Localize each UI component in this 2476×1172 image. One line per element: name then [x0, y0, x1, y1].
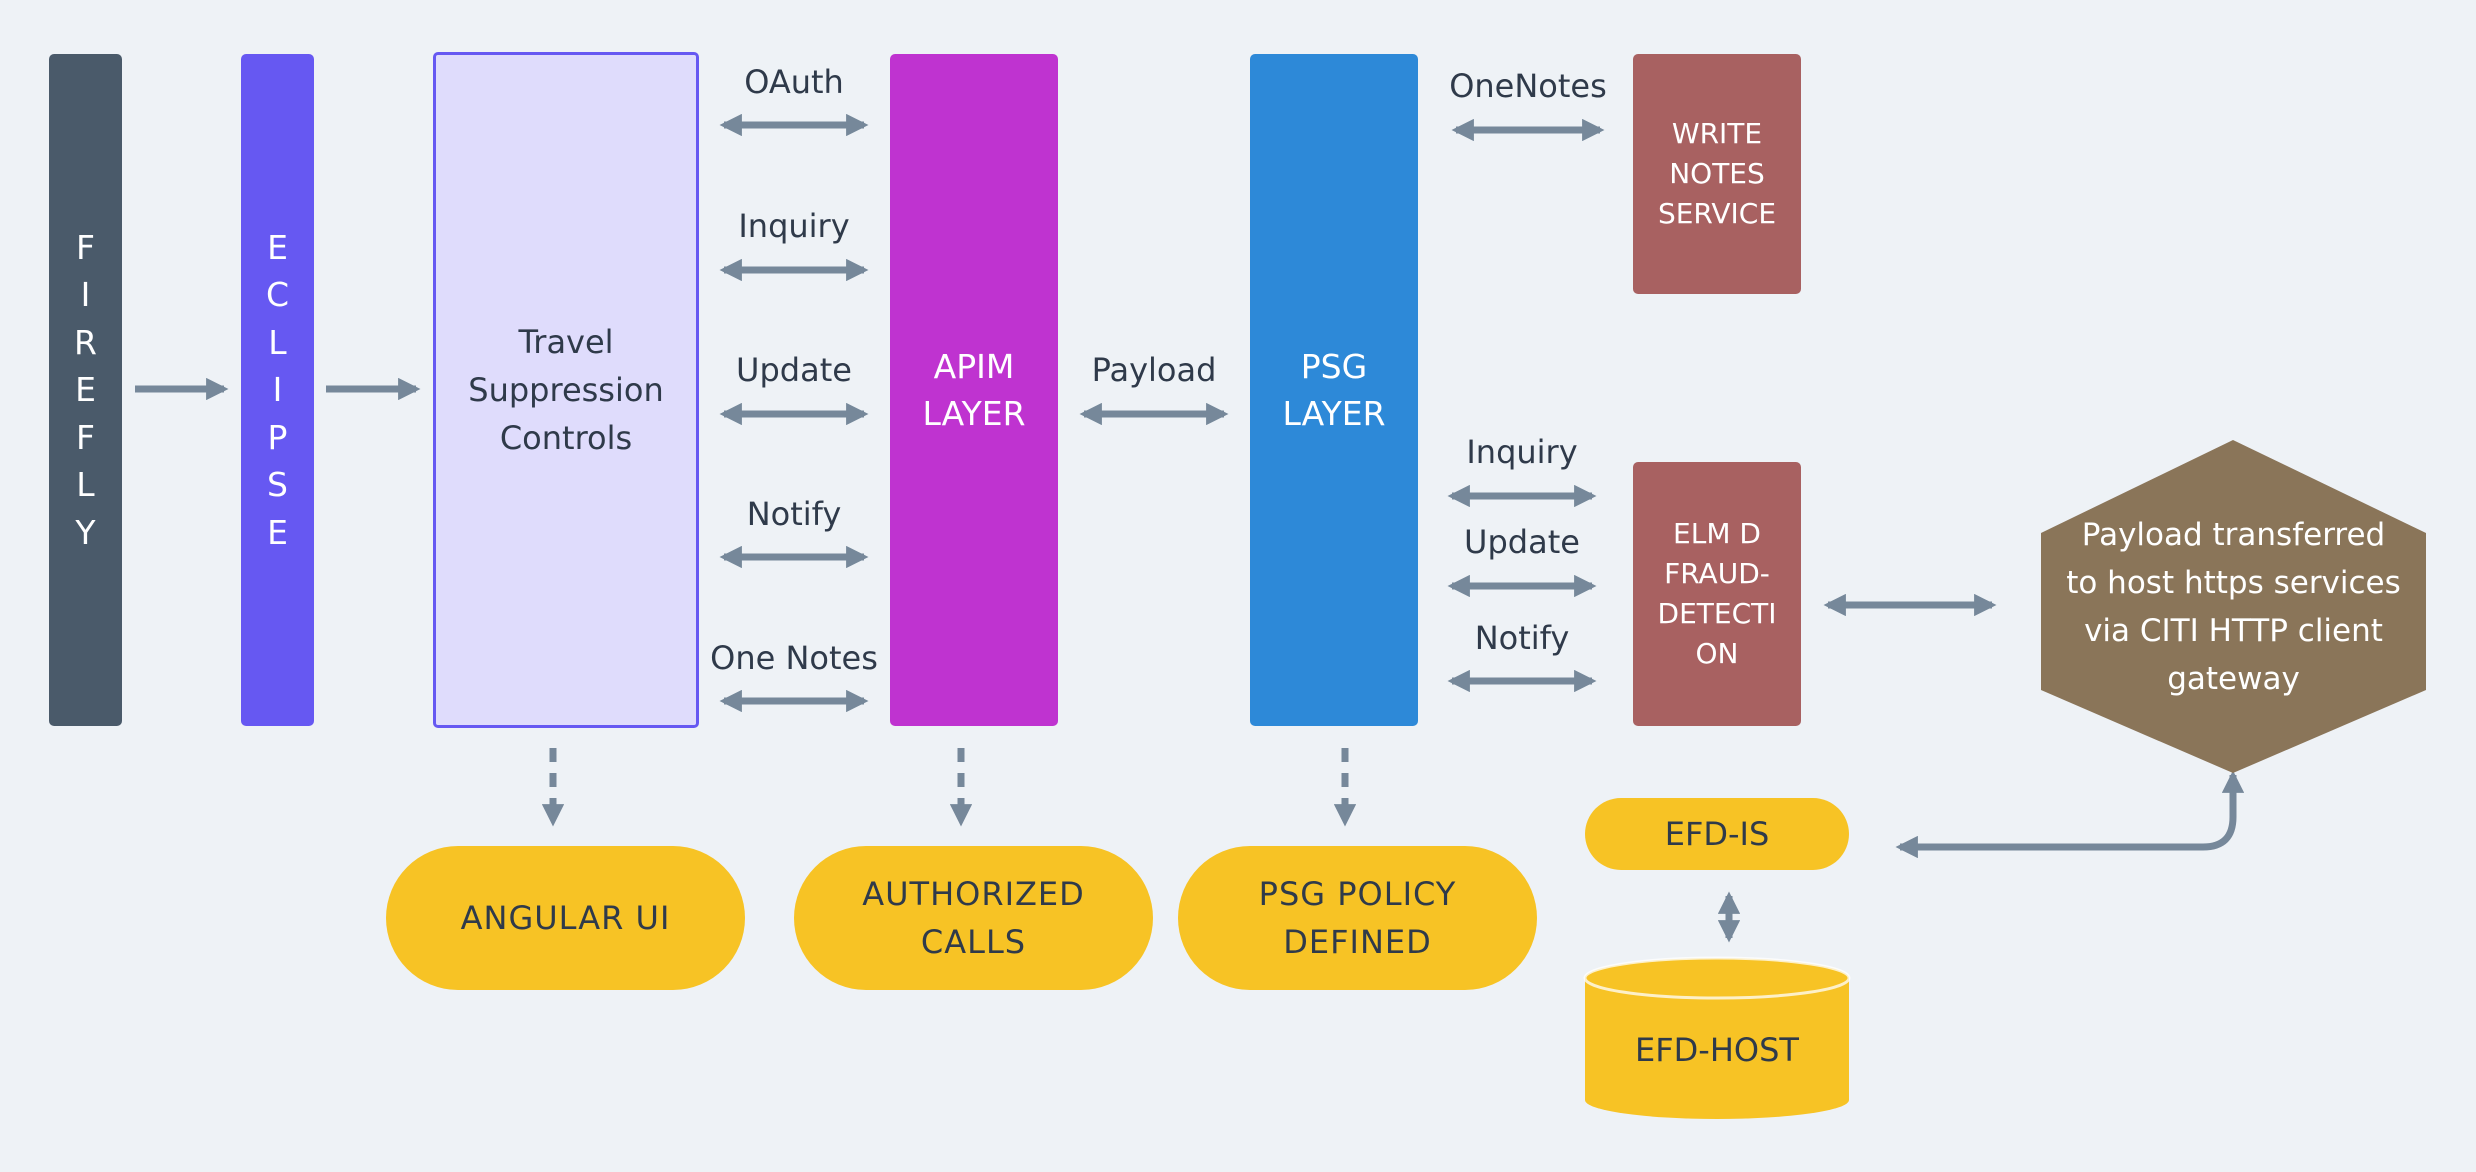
label-one-notes: One Notes — [710, 639, 878, 677]
letter: E — [75, 370, 96, 410]
label-payload: Payload — [1091, 351, 1217, 389]
write-notes-line: SERVICE — [1657, 197, 1777, 230]
letter: F — [76, 227, 95, 267]
hexagon-line: Payload transferred — [2081, 516, 2386, 553]
apim-line: LAYER — [922, 394, 1026, 433]
label-notify: Notify — [746, 495, 842, 533]
efd-host-label: EFD-HOST — [1635, 1031, 1799, 1069]
letter: P — [267, 417, 288, 457]
psg-policy-line: DEFINED — [1283, 923, 1432, 961]
firefly-bar: F I R E F L Y — [49, 54, 122, 726]
apim-line: APIM — [933, 347, 1015, 386]
hexagon-shape — [2041, 440, 2426, 773]
letter: E — [267, 227, 288, 267]
label-notify-elm: Notify — [1474, 619, 1570, 657]
elm-line: DETECTI — [1657, 597, 1777, 630]
apim-layer: APIM LAYER — [890, 54, 1058, 726]
letter: E — [267, 512, 288, 552]
write-notes-line: NOTES — [1669, 157, 1765, 190]
letter: I — [272, 370, 283, 410]
label-update: Update — [736, 351, 852, 389]
letter: Y — [75, 512, 96, 552]
letter: R — [74, 322, 97, 362]
efd-host-cylinder — [1583, 956, 1851, 1119]
elm-fraud-detection: ELM D FRAUD- DETECTI ON — [1633, 462, 1801, 726]
label-onenotes: OneNotes — [1449, 67, 1607, 105]
eclipse-bar: E C L I P S E — [241, 54, 314, 726]
travel-line: Suppression — [468, 371, 664, 409]
efd-is-label: EFD-IS — [1664, 815, 1770, 853]
letter: I — [80, 275, 91, 315]
travel-line: Controls — [499, 419, 633, 457]
label-inquiry: Inquiry — [738, 207, 850, 245]
letter: F — [76, 417, 95, 457]
elm-line: ELM D — [1673, 517, 1761, 550]
label-update-elm: Update — [1464, 523, 1580, 561]
authorized-calls-pill: AUTHORIZED CALLS — [794, 846, 1153, 990]
firefly-label: F I R E F L Y — [74, 224, 97, 557]
psg-layer: PSG LAYER — [1250, 54, 1418, 726]
arrow-efdis-hexagon — [1895, 770, 2245, 859]
efd-host-label-box: EFD-HOST — [1585, 1000, 1849, 1100]
letter: C — [265, 275, 290, 315]
letter: L — [76, 465, 95, 505]
write-notes-line: WRITE — [1671, 117, 1763, 150]
letter: L — [268, 322, 287, 362]
letter: S — [267, 465, 288, 505]
travel-line: Travel — [518, 323, 614, 361]
authorized-calls-line: CALLS — [920, 923, 1027, 961]
travel-suppression-controls: Travel Suppression Controls — [433, 52, 699, 728]
psg-policy-pill: PSG POLICY DEFINED — [1178, 846, 1537, 990]
angular-ui-line: ANGULAR UI — [460, 899, 671, 937]
hexagon-line: via CITI HTTP client — [2084, 612, 2383, 649]
elm-line: ON — [1695, 637, 1739, 670]
payload-transfer-hexagon: Payload transferred to host https servic… — [2041, 440, 2426, 773]
label-inquiry-elm: Inquiry — [1466, 433, 1578, 471]
psg-policy-line: PSG POLICY — [1258, 875, 1457, 913]
psg-line: LAYER — [1282, 394, 1386, 433]
angular-ui-pill: ANGULAR UI — [386, 846, 745, 990]
label-oauth: OAuth — [744, 63, 844, 101]
psg-line: PSG — [1300, 347, 1368, 386]
efd-is-pill: EFD-IS — [1585, 798, 1849, 870]
hexagon-line: gateway — [2167, 660, 2300, 697]
eclipse-label: E C L I P S E — [266, 224, 289, 557]
write-notes-service: WRITE NOTES SERVICE — [1633, 54, 1801, 294]
elm-line: FRAUD- — [1664, 557, 1770, 590]
authorized-calls-line: AUTHORIZED — [862, 875, 1085, 913]
hexagon-line: to host https services — [2066, 564, 2401, 601]
